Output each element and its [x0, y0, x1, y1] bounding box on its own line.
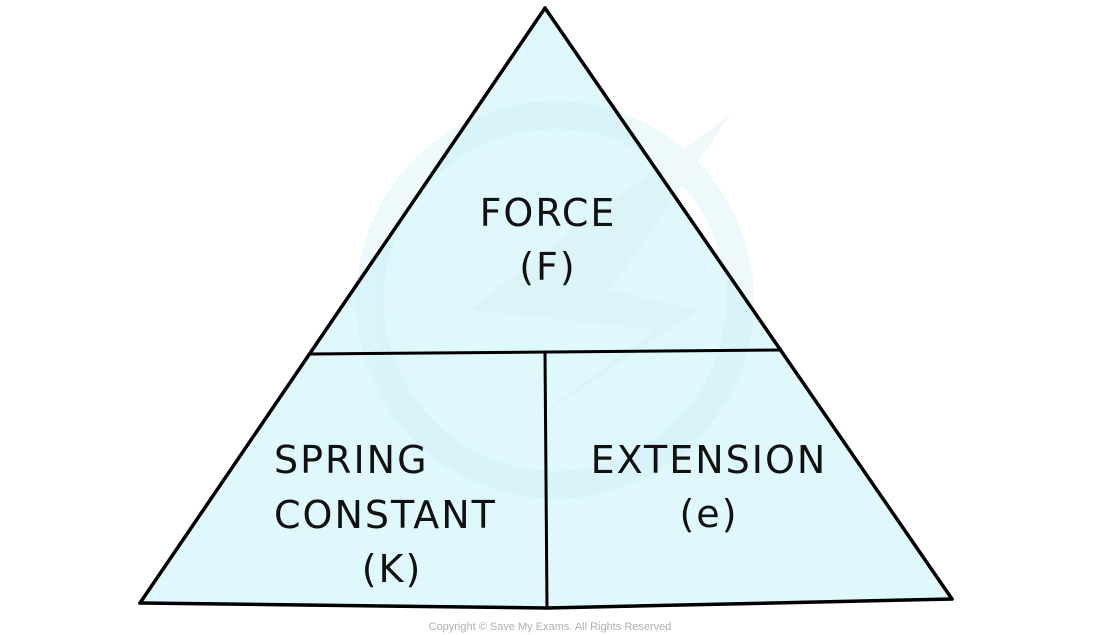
section-extension: EXTENSION (e)	[591, 438, 828, 536]
watermark-logo	[356, 101, 754, 499]
force-symbol: (F)	[519, 245, 577, 289]
triangle-left-edge	[138, 6, 547, 605]
spring-constant-symbol: (K)	[362, 547, 423, 591]
copyright-notice: Copyright © Save My Exams. All Rights Re…	[429, 621, 672, 633]
vertical-divider	[543, 351, 549, 609]
force-label: FORCE	[480, 191, 617, 235]
extension-symbol: (e)	[679, 492, 738, 536]
section-spring-constant: SPRING CONSTANT (K)	[274, 438, 497, 591]
triangle-right-edge	[543, 6, 954, 601]
extension-label: EXTENSION	[591, 438, 828, 482]
constant-label: CONSTANT	[274, 493, 497, 537]
section-force: FORCE (F)	[480, 191, 617, 289]
triangle-fill	[140, 8, 952, 608]
spring-label: SPRING	[274, 438, 429, 482]
